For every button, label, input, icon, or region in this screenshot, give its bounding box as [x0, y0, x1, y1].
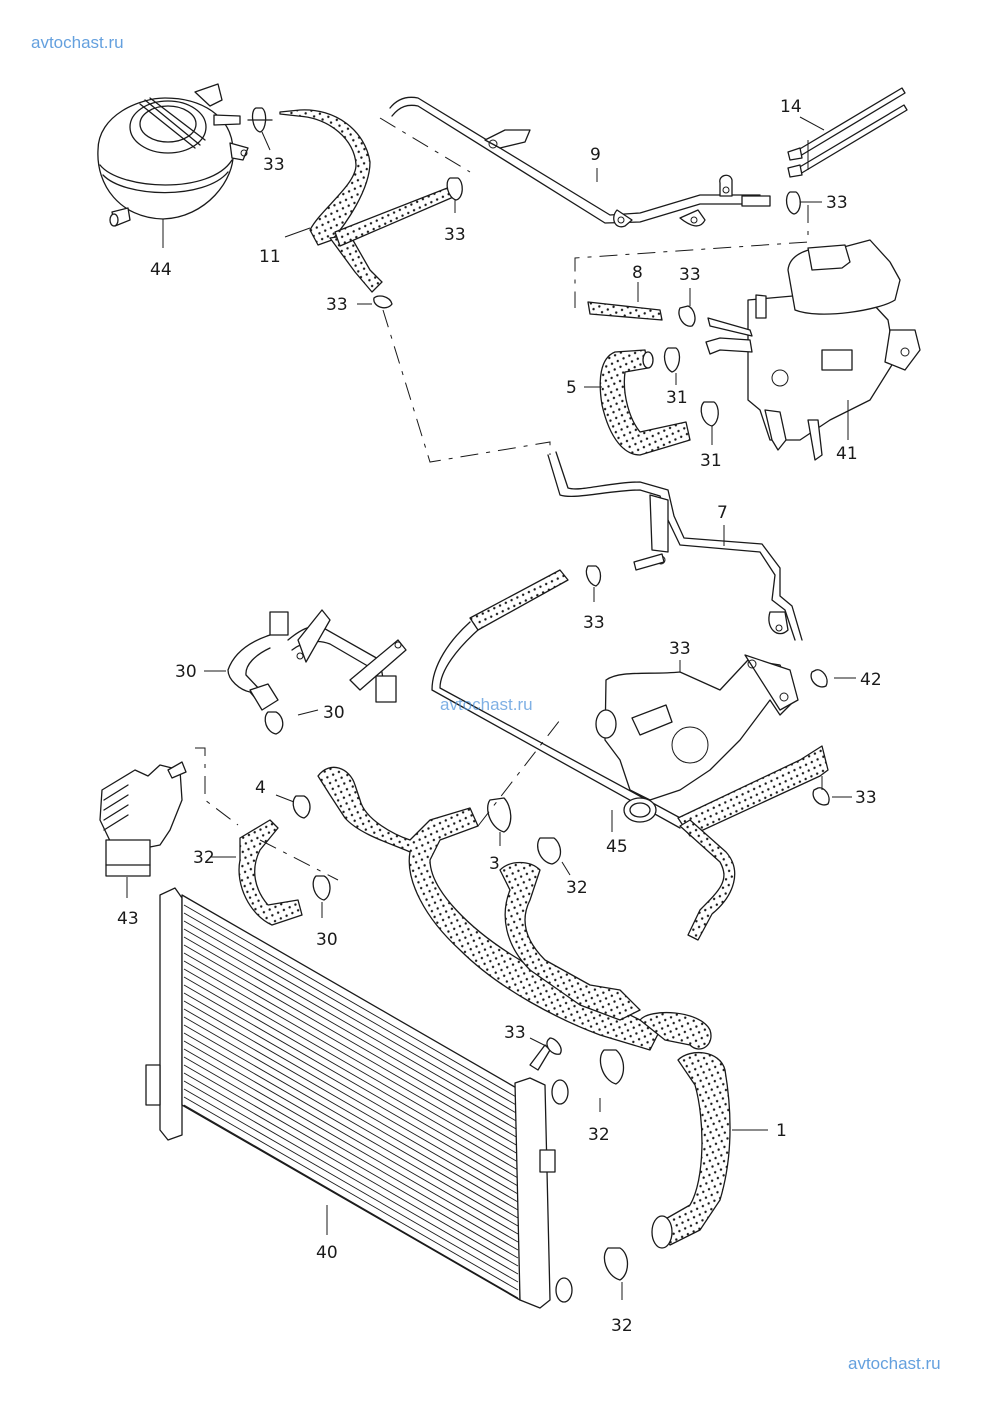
callout-14: 14	[780, 97, 802, 117]
radiator-fin	[183, 952, 519, 1147]
callout-33-i: 33	[504, 1023, 526, 1043]
hose-clip[interactable]	[537, 837, 562, 865]
radiator-fin	[183, 960, 519, 1155]
hose-clip[interactable]	[700, 401, 719, 427]
callout-11: 11	[259, 247, 281, 267]
radiator-fin	[183, 1040, 519, 1235]
radiator-fin	[183, 912, 519, 1107]
hose-clip[interactable]	[373, 295, 393, 309]
hose-clip[interactable]	[663, 347, 681, 373]
callout-32-d: 32	[611, 1316, 633, 1336]
watermark-middle: avtochast.ru	[440, 695, 533, 714]
radiator-fin	[183, 1080, 519, 1275]
callout-33-d: 33	[826, 193, 848, 213]
coolant-pipe-3[interactable]	[431, 569, 829, 941]
coolant-expansion-tank[interactable]	[97, 83, 249, 227]
egr-cooler-module-41[interactable]	[705, 239, 921, 461]
hose-clip[interactable]	[487, 797, 512, 833]
hose-8[interactable]	[587, 301, 663, 321]
callout-5: 5	[566, 378, 577, 398]
callout-41: 41	[836, 444, 858, 464]
hose-11[interactable]	[279, 109, 459, 293]
radiator-fin	[183, 1048, 519, 1243]
callout-33-h: 33	[855, 788, 877, 808]
oil-filter-housing-43[interactable]	[99, 761, 187, 877]
radiator-fin	[183, 1024, 519, 1219]
radiator-fin	[183, 976, 519, 1171]
hose-5[interactable]	[599, 349, 691, 456]
radiator-fin	[183, 904, 519, 1099]
radiator-fin	[183, 1088, 519, 1283]
callout-31-b: 31	[700, 451, 722, 471]
radiator-fin	[183, 968, 519, 1163]
callout-31-a: 31	[666, 388, 688, 408]
callout-44: 44	[150, 260, 172, 280]
radiator-40[interactable]	[145, 887, 573, 1309]
radiator-fin	[183, 920, 519, 1115]
callout-33-f: 33	[583, 613, 605, 633]
radiator-fin	[183, 1064, 519, 1259]
watermark-top: avtochast.ru	[31, 33, 124, 52]
thermostat-housing-42[interactable]	[595, 654, 799, 823]
callout-7: 7	[717, 503, 728, 523]
callout-30-c: 30	[316, 930, 338, 950]
radiator-fin	[183, 984, 519, 1179]
callout-45: 30	[175, 662, 197, 682]
radiator-fin	[183, 1072, 519, 1267]
callout-33-a: 33	[263, 155, 285, 175]
callout-32-b: 32	[566, 878, 588, 898]
hose-clip[interactable]	[785, 191, 801, 215]
callout-33-g: 42	[860, 670, 882, 690]
callout-9: 9	[590, 145, 601, 165]
hose-clip[interactable]	[446, 177, 463, 201]
callout-42: 33	[669, 639, 691, 659]
lower-radiator-hose-1[interactable]	[639, 1011, 731, 1249]
hose-clip[interactable]	[599, 1049, 625, 1085]
hose-clip[interactable]	[546, 1037, 562, 1055]
radiator-fin	[183, 1016, 519, 1211]
radiator-fin	[183, 928, 519, 1123]
hose-4[interactable]	[238, 819, 303, 926]
watermark-bottom: avtochast.ru	[848, 1354, 941, 1373]
radiator-fin	[183, 1104, 519, 1299]
callout-33-e: 33	[679, 265, 701, 285]
callout-30-b: 4	[255, 778, 266, 798]
callout-33-c: 33	[326, 295, 348, 315]
hose-clip[interactable]	[247, 107, 273, 133]
callout-43: 43	[117, 909, 139, 929]
radiator-fin	[183, 1008, 519, 1203]
radiator-fin	[183, 1000, 519, 1195]
callout-33-b: 33	[444, 225, 466, 245]
callout-3: 45	[606, 837, 628, 857]
callout-8: 8	[632, 263, 643, 283]
callout-40: 40	[316, 1243, 338, 1263]
cable-ties-14[interactable]	[787, 87, 908, 178]
callout-30-a: 30	[323, 703, 345, 723]
hose-clip[interactable]	[678, 305, 696, 327]
callout-1: 1	[776, 1121, 787, 1141]
radiator-fin	[183, 936, 519, 1131]
callout-32-c: 32	[588, 1125, 610, 1145]
coolant-pipe-9[interactable]	[389, 96, 771, 228]
callout-32-a: 3	[489, 854, 500, 874]
radiator-fin	[183, 944, 519, 1139]
main-y-hose[interactable]	[317, 766, 661, 1051]
hose-clip[interactable]	[585, 565, 602, 587]
hose-clip[interactable]	[812, 787, 830, 806]
radiator-fin	[183, 1096, 519, 1291]
coolant-pipe-7[interactable]	[547, 451, 803, 641]
coolant-pipe-45[interactable]	[227, 609, 407, 711]
hose-clip[interactable]	[810, 669, 828, 688]
radiator-fin	[183, 1056, 519, 1251]
callout-4: 32	[193, 848, 215, 868]
hose-clip[interactable]	[264, 711, 284, 735]
hose-clip[interactable]	[292, 795, 311, 819]
radiator-fin	[183, 1032, 519, 1227]
hose-clip[interactable]	[603, 1247, 629, 1281]
hose-clip[interactable]	[312, 875, 331, 901]
radiator-fin	[183, 992, 519, 1187]
